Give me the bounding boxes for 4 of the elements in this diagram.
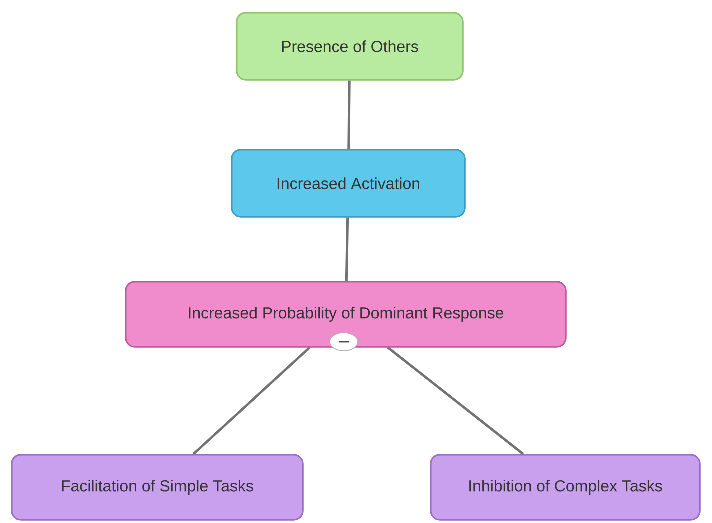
connector-line [192, 346, 311, 456]
connector-line [387, 346, 524, 456]
connector-line [345, 218, 350, 282]
connector-line [348, 80, 351, 150]
